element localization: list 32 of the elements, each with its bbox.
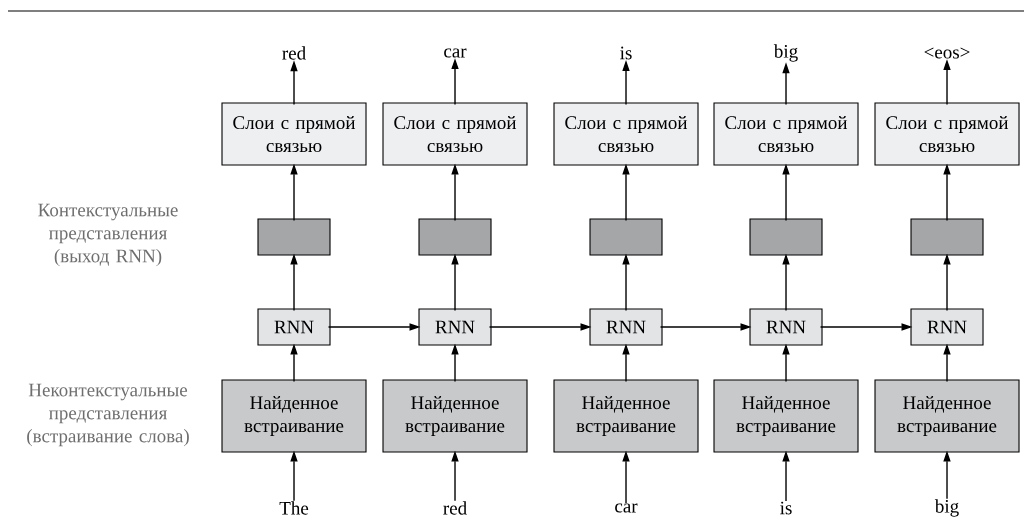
embedding-box: Найденное встраивание: [553, 379, 699, 453]
word-label: big: [934, 499, 959, 517]
rnn-box: RNN: [749, 308, 823, 346]
word-label: is: [780, 501, 792, 515]
hidden-state-box: [589, 218, 663, 256]
hidden-state-box: [749, 218, 823, 256]
rnn-box: RNN: [418, 308, 492, 346]
word-label: The: [279, 501, 309, 515]
feedforward-box: Слои с прямой связью: [221, 102, 367, 166]
layer-caption: Контекстуальные представления (выход RNN): [38, 203, 178, 267]
hidden-state-box: [257, 218, 331, 256]
word-label: red: [443, 501, 467, 515]
word-label: red: [282, 46, 306, 60]
rnn-box: RNN: [910, 308, 984, 346]
embedding-box: Найденное встраивание: [713, 379, 859, 453]
embedding-box: Найденное встраивание: [382, 379, 528, 453]
rnn-box: RNN: [257, 308, 331, 346]
embedding-box: Найденное встраивание: [874, 379, 1020, 453]
layer-caption: Неконтекстуальные представления (встраивание слова): [27, 383, 189, 447]
word-label: car: [444, 48, 467, 58]
word-label: is: [620, 46, 632, 60]
feedforward-box: Слои с прямой связью: [553, 102, 699, 166]
rnn-box: RNN: [589, 308, 663, 346]
word-label: <eos>: [924, 47, 970, 59]
hidden-state-box: [910, 218, 984, 256]
word-label: car: [615, 503, 638, 513]
feedforward-box: Слои с прямой связью: [874, 102, 1020, 166]
embedding-box: Найденное встраивание: [221, 379, 367, 453]
feedforward-box: Слои с прямой связью: [382, 102, 528, 166]
hidden-state-box: [418, 218, 492, 256]
feedforward-box: Слои с прямой связью: [713, 102, 859, 166]
word-label: big: [773, 44, 798, 62]
